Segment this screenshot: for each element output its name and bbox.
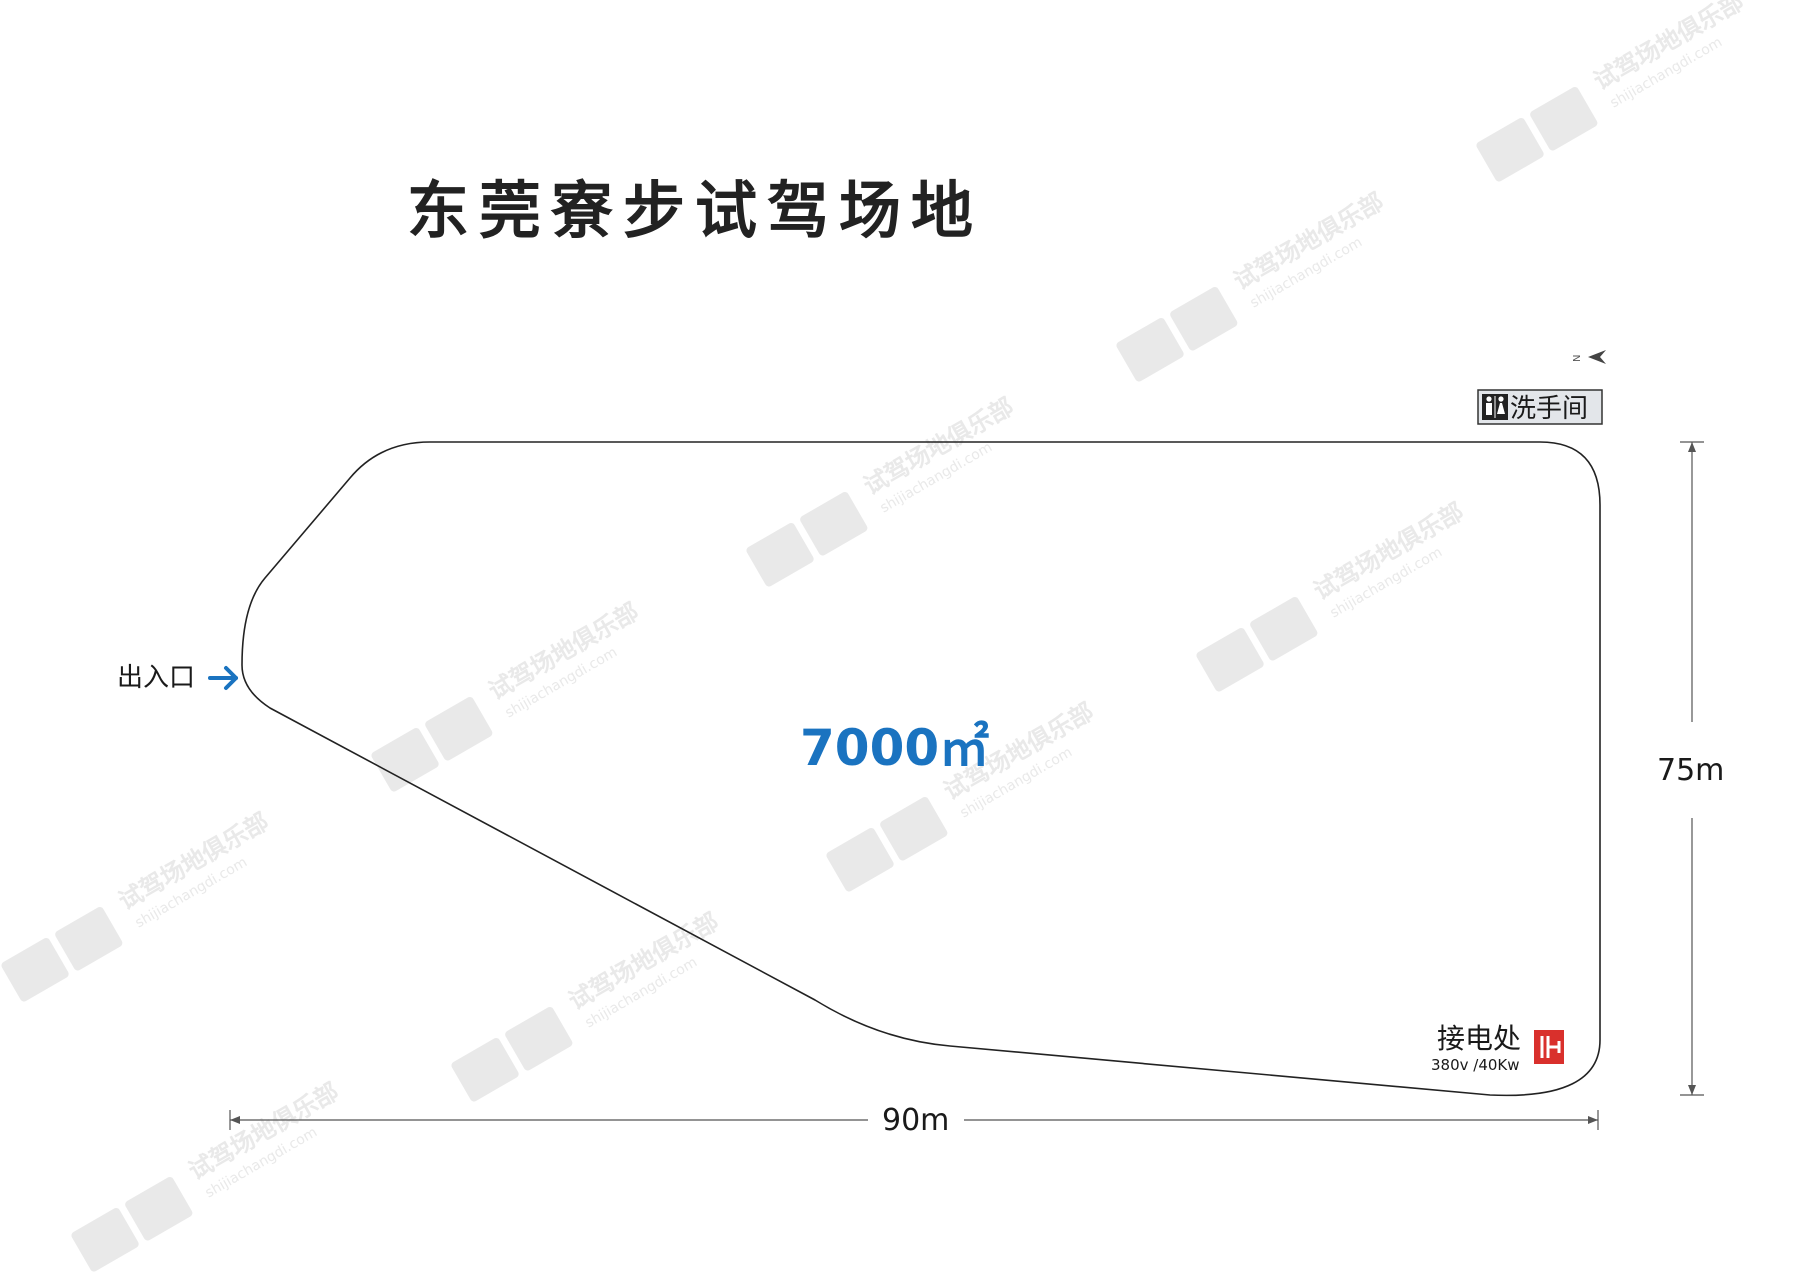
height-dimension: 75m [1657,441,1724,1096]
width-dimension: 90m [229,1103,1599,1138]
watermark-8: 试驾场地俱乐部 shijiachangdi.com [451,907,723,1102]
watermark-7: 试驾场地俱乐部 shijiachangdi.com [1,807,273,1002]
restroom-sign: 洗手间 [1477,389,1603,425]
watermark-5: 试驾场地俱乐部 shijiachangdi.com [371,597,643,792]
restroom-label: 洗手间 [1510,394,1588,424]
restroom-icon [1482,394,1508,420]
watermark-9: 试驾场地俱乐部 shijiachangdi.com [71,1077,343,1272]
power-sign: 接电处 380v /40Kw [1431,1022,1564,1074]
compass-label: N [1572,355,1583,362]
power-outlet-icon [1534,1030,1564,1064]
height-label: 75m [1657,753,1724,788]
watermark-4: 试驾场地俱乐部 shijiachangdi.com [1196,497,1468,692]
watermark-1: 试驾场地俱乐部 shijiachangdi.com [1476,0,1748,182]
page-title: 东莞寮步试驾场地 [406,174,983,247]
area-label: 7000㎡ [800,719,989,777]
site-boundary [241,441,1601,1097]
power-label: 接电处 [1437,1022,1521,1055]
entrance-arrow-icon [208,666,238,690]
power-spec: 380v /40Kw [1431,1056,1520,1074]
north-arrow-icon: N [1572,350,1606,364]
width-label: 90m [882,1103,949,1138]
entrance-label: 出入口 [117,663,195,693]
watermark-3: 试驾场地俱乐部 shijiachangdi.com [746,392,1018,587]
